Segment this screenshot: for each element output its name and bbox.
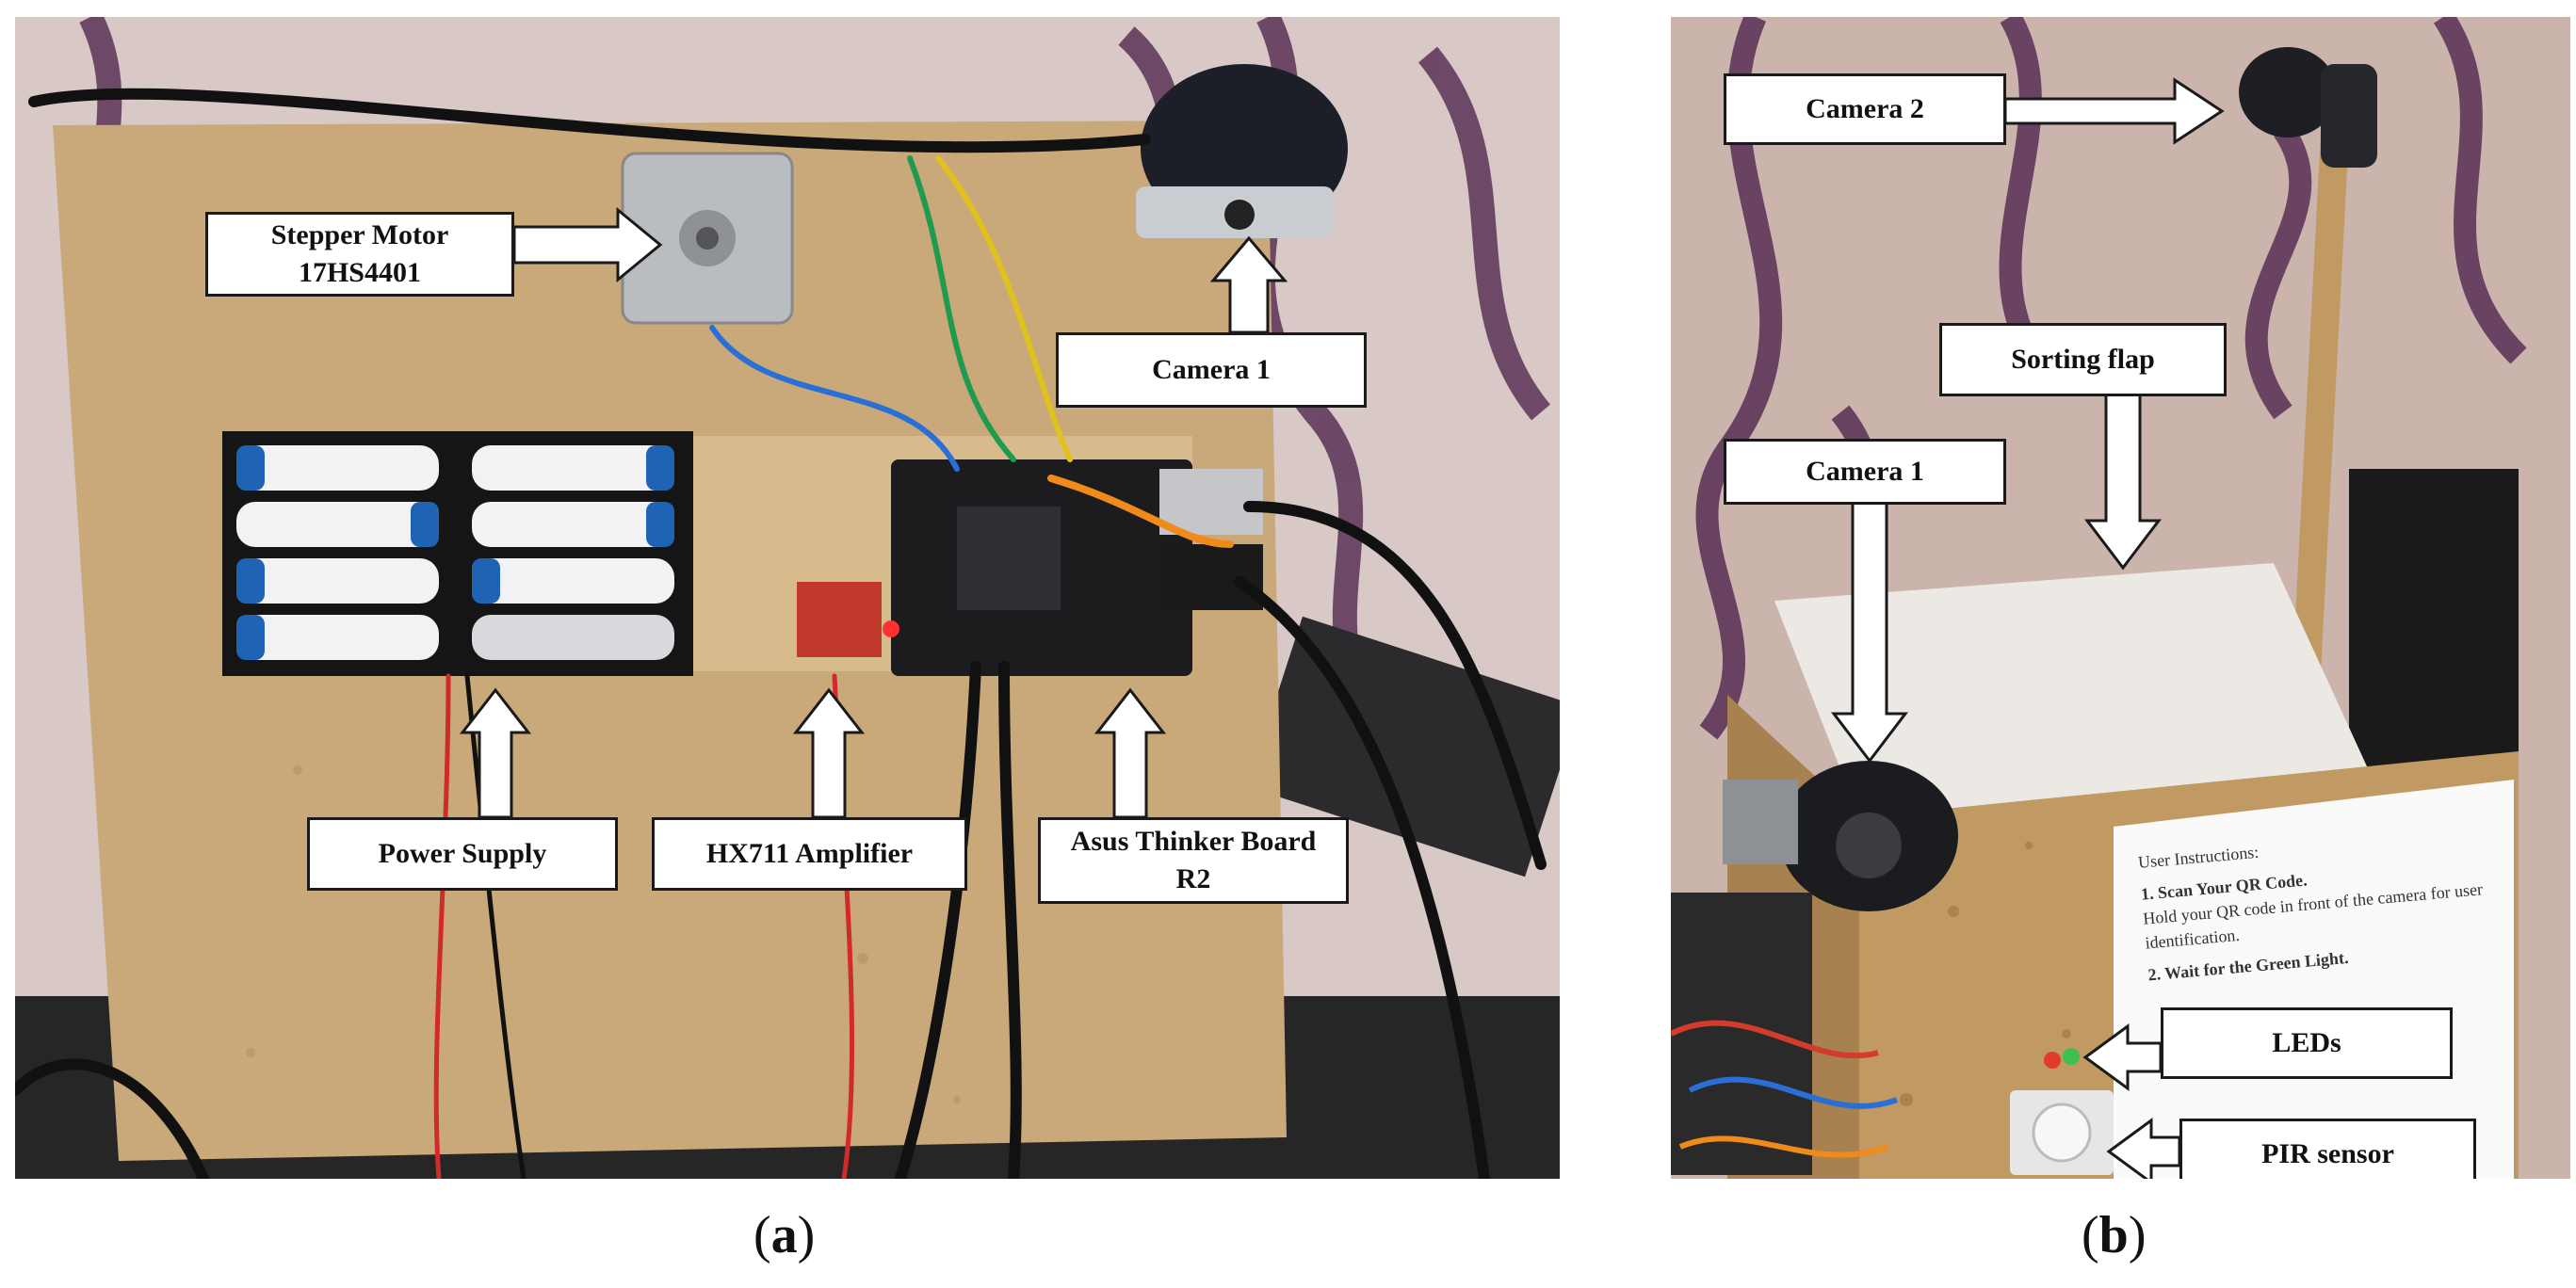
caption-a-letter: a: [770, 1206, 798, 1264]
caption-b: (b): [2082, 1206, 2147, 1264]
label-hx711-amplifier: HX711 Amplifier: [652, 817, 967, 891]
label-camera-1-a: Camera 1: [1056, 332, 1367, 408]
photo-panel-a: Stepper Motor 17HS4401 Camera 1 Power Su…: [15, 17, 1560, 1179]
label-power-supply: Power Supply: [307, 817, 618, 891]
caption-b-letter: b: [2098, 1206, 2129, 1264]
label-sorting-flap: Sorting flap: [1939, 323, 2227, 396]
instruction-sheet: User Instructions: 1. Scan Your QR Code.…: [2137, 818, 2531, 1169]
photo-a-scene: [15, 17, 1560, 1179]
label-pir-sensor: PIR sensor: [2179, 1119, 2476, 1179]
label-camera-1-b: Camera 1: [1724, 439, 2006, 505]
photo-panel-b: User Instructions: 1. Scan Your QR Code.…: [1671, 17, 2570, 1179]
label-leds: LEDs: [2161, 1007, 2453, 1079]
caption-a: (a): [753, 1206, 816, 1264]
label-asus-thinker-board: Asus Thinker Board R2: [1038, 817, 1349, 904]
photo-b-scene: [1671, 17, 2570, 1179]
label-camera-2: Camera 2: [1724, 73, 2006, 145]
label-stepper-motor: Stepper Motor 17HS4401: [205, 212, 514, 297]
